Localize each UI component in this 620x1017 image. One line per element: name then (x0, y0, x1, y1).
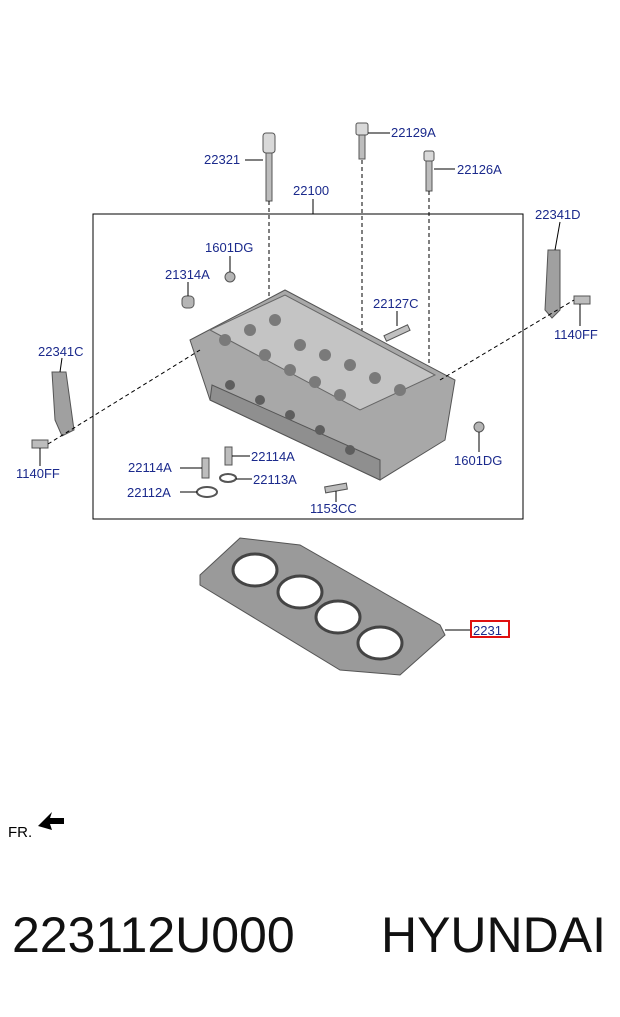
callout-22112A[interactable]: 22112A (127, 485, 171, 500)
bolt-22126A (423, 150, 455, 380)
bracket-22341D (439, 221, 591, 381)
stud-1153CC (324, 482, 348, 494)
front-direction-label: FR. (8, 824, 33, 841)
callout-22100[interactable]: 22100 (293, 183, 330, 198)
callout-1140FF-right[interactable]: 1140FF (554, 327, 598, 342)
guide-22114A-left (201, 457, 210, 479)
ring-22113A (219, 473, 237, 483)
cap-21314A (181, 295, 195, 309)
brand-name: HYUNDAI (380, 907, 606, 963)
callout-21314A[interactable]: 21314A (165, 267, 210, 282)
bolt-22129A (355, 122, 390, 360)
cylinder-head (189, 289, 456, 481)
pin-22127C (383, 324, 411, 342)
callout-1601DG-right[interactable]: 1601DG (454, 453, 503, 468)
callout-1140FF-left[interactable]: 1140FF (16, 466, 60, 481)
assembly-frame (92, 213, 524, 520)
front-arrow-icon (38, 812, 64, 830)
head-gasket (199, 537, 470, 676)
part-number: 223112U000 (12, 907, 295, 963)
callout-1153CC[interactable]: 1153CC (310, 501, 357, 516)
callout-22129A[interactable]: 22129A (391, 125, 436, 140)
callout-22341D[interactable]: 22341D (535, 207, 581, 222)
callout-22321[interactable]: 22321 (204, 152, 241, 167)
highlight-box (470, 620, 510, 638)
callout-22113A[interactable]: 22113A (253, 472, 297, 487)
ring-22112A (196, 486, 218, 498)
callout-22341C[interactable]: 22341C (38, 344, 84, 359)
callout-22127C[interactable]: 22127C (373, 296, 419, 311)
bracket-22341C (31, 349, 201, 466)
callout-22114A-left[interactable]: 22114A (128, 460, 172, 475)
exploded-parts-diagram (31, 122, 591, 830)
callout-1601DG-top[interactable]: 1601DG (205, 240, 254, 255)
callout-22126A[interactable]: 22126A (457, 162, 502, 177)
plug-1601DG-right (473, 421, 485, 433)
bolt-22321 (245, 132, 276, 202)
callout-22114A-right[interactable]: 22114A (251, 449, 295, 464)
plug-1601DG-top (224, 271, 236, 283)
guide-22114A-right (224, 446, 233, 466)
callout-22311-highlighted[interactable]: 2231 (473, 623, 502, 638)
